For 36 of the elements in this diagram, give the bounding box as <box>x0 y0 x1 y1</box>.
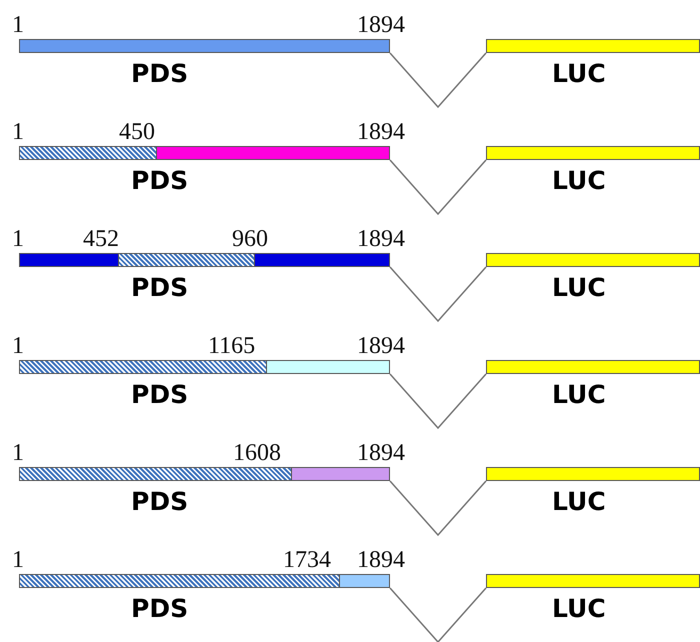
position-number: 1 <box>12 548 24 572</box>
gene-name: PDS <box>131 60 188 88</box>
gene-name: PDS <box>131 381 188 409</box>
gene-name: PDS <box>131 488 188 516</box>
position-number: 1 <box>12 441 24 465</box>
gene-name: LUC <box>552 488 606 516</box>
position-number: 1894 <box>357 334 405 358</box>
gene-name: PDS <box>131 595 188 623</box>
position-number: 1894 <box>357 227 405 251</box>
gene-name: PDS <box>131 274 188 302</box>
position-number: 960 <box>232 227 268 251</box>
splice-line <box>389 374 487 430</box>
splice-line <box>389 52 487 108</box>
splice-line <box>389 160 487 216</box>
position-number: 452 <box>83 227 119 251</box>
position-number: 1 <box>12 334 24 358</box>
splice-line <box>389 480 487 536</box>
gene-name: LUC <box>552 381 606 409</box>
splice-line <box>389 266 487 322</box>
position-number: 1 <box>12 120 24 144</box>
position-number: 1165 <box>208 334 256 358</box>
gene-name: LUC <box>552 274 606 302</box>
position-number: 1608 <box>233 441 281 465</box>
position-number: 450 <box>119 120 155 144</box>
position-number: 1894 <box>357 548 405 572</box>
gene-name: PDS <box>131 167 188 195</box>
position-number: 1 <box>12 227 24 251</box>
gene-name: LUC <box>552 60 606 88</box>
position-number: 1734 <box>283 548 331 572</box>
gene-name: LUC <box>552 167 606 195</box>
gene-name: LUC <box>552 595 606 623</box>
position-number: 1894 <box>357 441 405 465</box>
position-number: 1 <box>12 13 24 37</box>
position-number: 1894 <box>357 120 405 144</box>
splice-line <box>389 588 487 642</box>
position-number: 1894 <box>357 13 405 37</box>
